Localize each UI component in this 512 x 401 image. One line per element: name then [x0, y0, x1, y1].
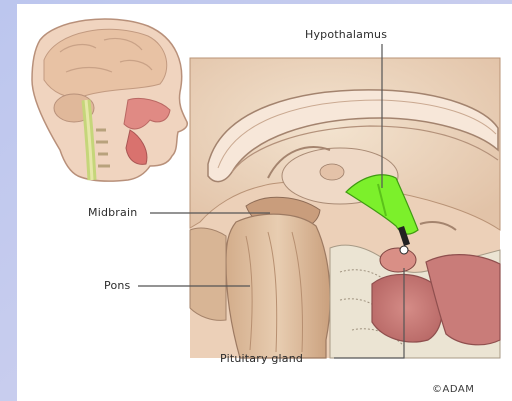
label-midbrain: Midbrain [88, 206, 137, 219]
enlarged-panel [190, 58, 500, 358]
label-pituitary-gland: Pituitary gland [220, 352, 303, 365]
label-pons: Pons [104, 279, 130, 292]
label-hypothalamus: Hypothalamus [305, 28, 387, 41]
credit-logo: ©ADAM [432, 384, 474, 396]
pituitary-gland-shape [380, 248, 416, 272]
